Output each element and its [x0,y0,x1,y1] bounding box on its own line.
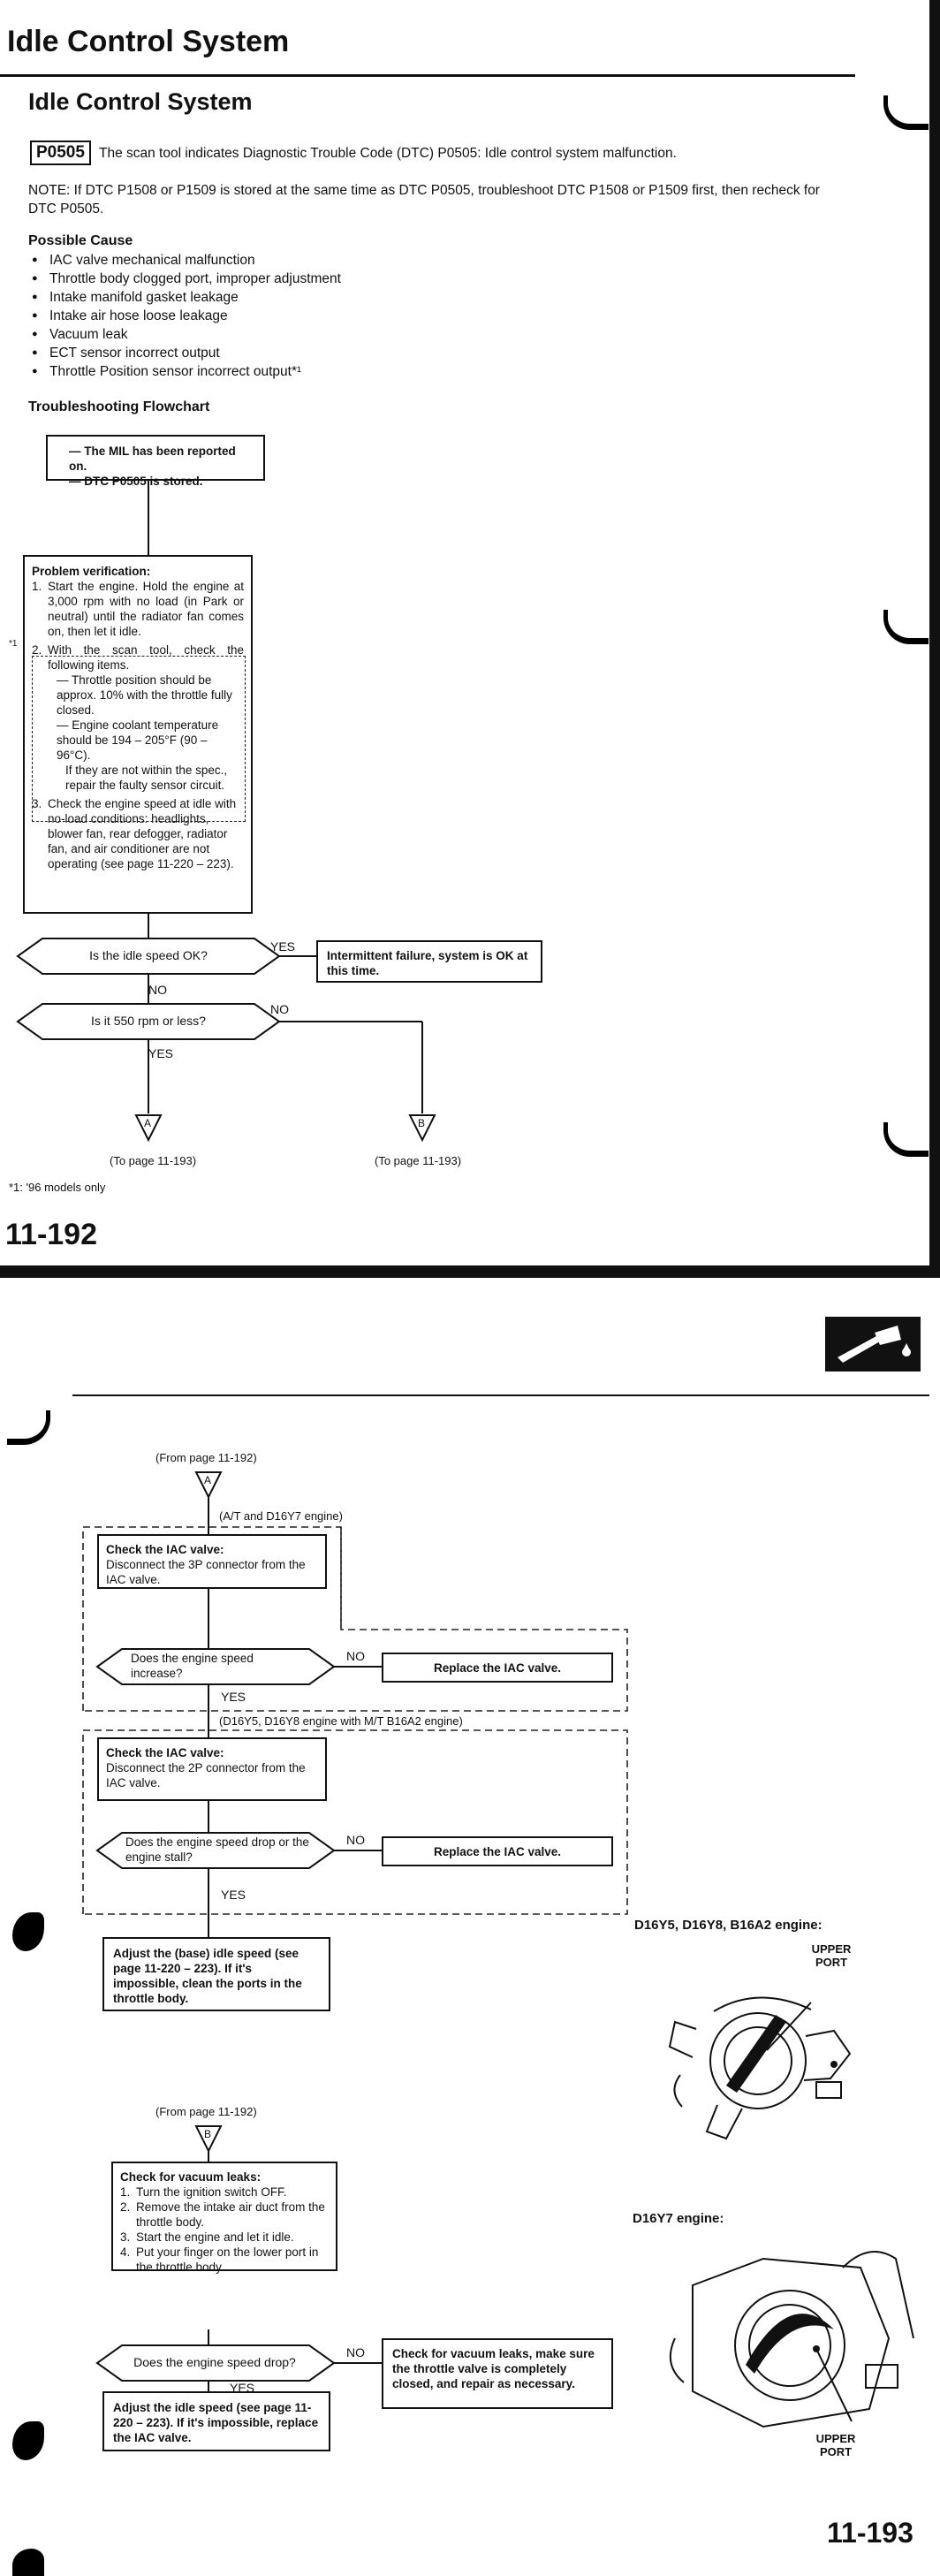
decision-idle-speed-ok: Is the idle speed OK? [89,948,208,962]
flowchart-connectors [82,1471,628,2391]
problem-verification-box: Problem verification: 1. Start the engin… [23,555,253,914]
margin-tab-mark [883,610,929,644]
connector-b-label: B [204,2128,212,2140]
page-11-193: (From page 11-192) A (A/T and D16Y7 engi… [0,1278,940,2576]
margin-tab-mark [7,1410,50,1445]
figure-2-upper-port-label: UPPER PORT [815,2432,856,2458]
margin-tab-mark [883,95,929,130]
page-number: 11-192 [5,1218,97,1251]
yes-label: YES [221,1690,246,1704]
throttle-body-figure-2 [669,2251,914,2428]
list-item: IAC valve mechanical malfunction [32,251,650,270]
page-number: 11-193 [827,2517,913,2549]
start-box: — The MIL has been reported on. — DTC P0… [46,435,265,488]
to-page-a: (To page 11-193) [110,1154,197,1167]
fuel-nozzle-icon [838,1326,911,1363]
connector-a-label: A [204,1474,212,1486]
replace-iac-box-2: Replace the IAC valve. [382,1836,613,1866]
page-header-title: Idle Control System [7,25,290,58]
replace-iac-box-1: Replace the IAC valve. [382,1653,613,1683]
throttle-body-figure-1 [668,1996,852,2140]
connector-a-label: A [144,1117,152,1129]
list-item: Intake air hose loose leakage [32,307,650,325]
adjust-base-idle-box: Adjust the (base) idle speed (see page 1… [102,1937,330,2011]
note-text: NOTE: If DTC P1508 or P1509 is stored at… [28,183,820,217]
footnote: *1: '96 models only [9,1181,106,1194]
figure-2-title: D16Y7 engine: [633,2211,724,2226]
yes-label: YES [270,939,296,954]
check-iac-3p-box: Check the IAC valve: Disconnect the 3P c… [97,1534,327,1589]
adjust-idle-replace-iac-box: Adjust the idle speed (see page 11-220 –… [102,2391,330,2451]
page-edge-bar [929,0,940,1278]
header-rule [0,74,855,77]
flowchart-heading: Troubleshooting Flowchart [28,399,210,414]
list-item: Vacuum leak [32,325,650,344]
no-label: NO [148,983,167,997]
list-item: Throttle body clogged port, improper adj… [32,270,650,288]
no-label: NO [346,1833,365,1847]
page-separator [0,1265,940,1278]
connector-b-label: B [418,1117,426,1129]
possible-cause-list: IAC valve mechanical malfunction Throttl… [32,251,650,381]
figure-1-upper-port-label: UPPER PORT [811,1942,852,1969]
flowchart-connectors [16,479,436,1143]
check-vacuum-leaks-repair-box: Check for vacuum leaks, make sure the th… [382,2338,613,2409]
list-item: Intake manifold gasket leakage [32,288,650,307]
yes-label: YES [221,1888,246,1902]
step1-footnote-mark: *1 [9,639,18,649]
to-page-b: (To page 11-193) [375,1154,462,1167]
header-rule [72,1394,929,1396]
page-11-192: Idle Control System Idle Control System … [0,0,940,1273]
yes-label: YES [148,1046,174,1060]
step2-dashed-box [32,656,246,822]
fuel-pump-section-icon [825,1317,921,1372]
decision-speed-drop-stall: Does the engine speed drop or the engine… [125,1835,309,1864]
mt-engine-label: (D16Y5, D16Y8 engine with M/T B16A2 engi… [219,1714,463,1728]
margin-blob-mark [12,2549,44,2576]
list-item: ECT sensor incorrect output [32,344,650,362]
list-item: Throttle Position sensor incorrect outpu… [32,362,650,381]
no-label: NO [270,1002,289,1016]
margin-tab-mark [883,1122,929,1157]
no-label: NO [346,2345,365,2359]
dtc-description: The scan tool indicates Diagnostic Troub… [99,146,677,161]
from-page-b: (From page 11-192) [155,2105,257,2118]
section-title: Idle Control System [28,88,253,115]
check-iac-2p-box: Check the IAC valve: Disconnect the 2P c… [97,1737,327,1801]
from-page-a: (From page 11-192) [155,1451,257,1464]
possible-cause-heading: Possible Cause [28,233,133,248]
decision-550-rpm: Is it 550 rpm or less? [91,1014,206,1028]
dtc-code-badge: P0505 [30,141,91,165]
decision-speed-increase: Does the engine speed increase? [131,1652,254,1680]
at-engine-label: (A/T and D16Y7 engine) [219,1509,343,1523]
figure-1-title: D16Y5, D16Y8, B16A2 engine: [634,1918,822,1933]
vacuum-leak-check-box: Check for vacuum leaks: 1.Turn the ignit… [111,2162,337,2274]
decision-speed-drop: Does the engine speed drop? [133,2355,296,2369]
no-label: NO [346,1649,365,1663]
intermittent-failure-box: Intermittent failure, system is OK at th… [316,940,542,983]
